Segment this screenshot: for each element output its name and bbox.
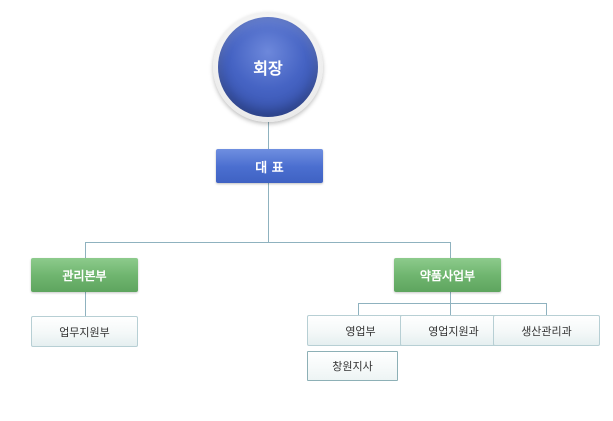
- team-production-management[interactable]: 생산관리과: [493, 315, 600, 346]
- division-pharma[interactable]: 약품사업부: [394, 258, 501, 292]
- chairman-label: 회장: [253, 59, 283, 78]
- connector-chairman-ceo: [268, 120, 269, 149]
- connector-team-1: [358, 303, 359, 315]
- connector-right-division: [450, 242, 451, 258]
- connector-right-team-stem: [450, 292, 451, 304]
- team-business-support-label: 업무지원부: [59, 325, 110, 339]
- team-sales[interactable]: 영업부: [307, 315, 414, 346]
- ceo-label: 대 표: [255, 160, 284, 176]
- connector-ceo-down: [268, 183, 269, 243]
- chairman-node[interactable]: 회장: [218, 17, 318, 117]
- team-business-support[interactable]: 업무지원부: [31, 316, 138, 347]
- connector-left-team: [85, 292, 86, 316]
- ceo-node[interactable]: 대 표: [216, 149, 323, 183]
- team-sales-label: 영업부: [345, 324, 376, 338]
- connector-team-2: [450, 303, 451, 315]
- branch-changwon-label: 창원지사: [332, 360, 373, 373]
- connector-division-bus: [85, 242, 451, 243]
- connector-team-bus: [358, 303, 547, 304]
- connector-team-3: [546, 303, 547, 315]
- branch-changwon[interactable]: 창원지사: [307, 351, 398, 381]
- team-production-management-label: 생산관리과: [521, 324, 572, 338]
- division-pharma-label: 약품사업부: [419, 268, 476, 283]
- team-sales-support[interactable]: 영업지원과: [400, 315, 507, 346]
- connector-left-division: [85, 242, 86, 258]
- division-management-label: 관리본부: [62, 268, 107, 283]
- division-management[interactable]: 관리본부: [31, 258, 138, 292]
- team-sales-support-label: 영업지원과: [428, 324, 479, 338]
